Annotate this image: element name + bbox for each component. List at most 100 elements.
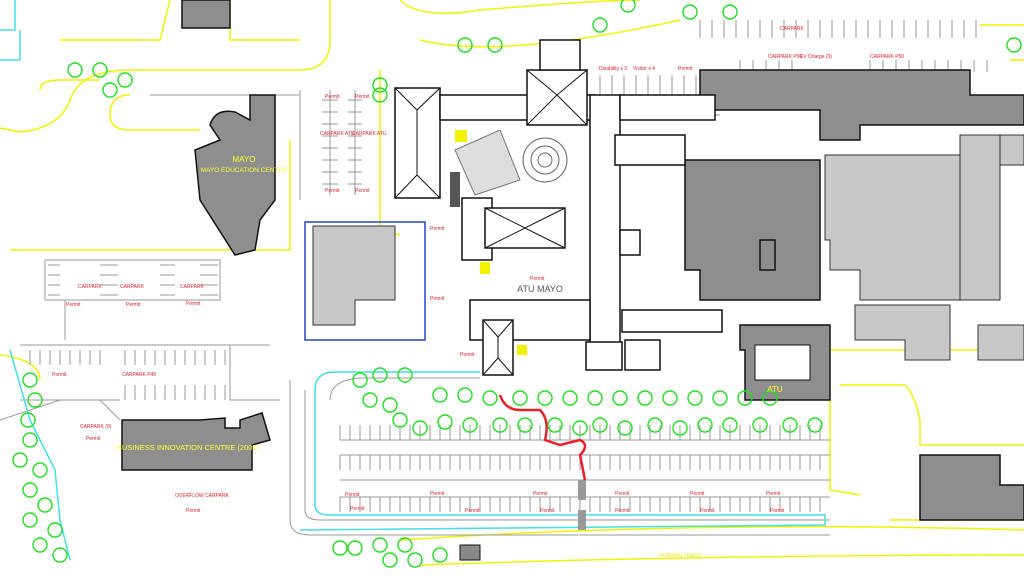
- label-permit: Permit: [126, 302, 141, 308]
- tree-icon: [647, 417, 663, 433]
- tree-icon: [22, 512, 38, 528]
- tree-icon: [457, 387, 473, 403]
- label-permit: Permit: [52, 372, 67, 378]
- tree-icon: [637, 390, 653, 406]
- tree-icon: [407, 552, 423, 568]
- label-permit: Permit: [770, 508, 785, 514]
- tree-icon: [682, 4, 698, 20]
- tree-icon: [752, 417, 768, 433]
- tree-icon: [737, 390, 753, 406]
- tree-icon: [37, 497, 53, 513]
- building-top-left: [181, 0, 231, 29]
- label-carpark-9: CARPARK (9): [80, 424, 112, 430]
- tree-icon: [592, 417, 608, 433]
- tree-icon: [47, 522, 63, 538]
- tree-icon: [517, 417, 533, 433]
- label-carpark: CARPARK: [180, 284, 204, 290]
- label-mayo-education-centre-1: MAYO: [233, 155, 256, 164]
- label-carpark-p50: CARPARK P50: [768, 54, 802, 60]
- label-permit: Permit: [355, 188, 370, 194]
- label-permit: Permit: [540, 508, 555, 514]
- label-carpark-p50: CARPARK P50: [870, 54, 904, 60]
- tree-icon: [712, 390, 728, 406]
- tree-icon: [12, 452, 28, 468]
- label-permit: Permit: [345, 492, 360, 498]
- tree-icon: [397, 537, 413, 553]
- tree-icon: [117, 72, 133, 88]
- label-permit: Permit: [465, 508, 480, 514]
- tree-icon: [572, 420, 588, 436]
- tree-icon: [722, 4, 738, 20]
- tree-icon: [782, 417, 798, 433]
- atu-mayo-complex: [394, 39, 723, 376]
- label-permit: Permit: [325, 94, 340, 100]
- tree-icon: [362, 392, 378, 408]
- tree-icon: [537, 390, 553, 406]
- tree-icon: [412, 420, 428, 436]
- tree-icon: [562, 390, 578, 406]
- building-centre-block: [312, 225, 396, 326]
- map-labels: MAYO MAYO EDUCATION CENTRE ATU MAYO ATU …: [52, 26, 904, 559]
- tree-icon: [382, 397, 398, 413]
- label-permit: Permit: [355, 94, 370, 100]
- label-carpark: CARPARK: [78, 284, 102, 290]
- tree-icon: [372, 367, 388, 383]
- label-mayo-education-centre: MAYO EDUCATION CENTRE: [201, 167, 288, 174]
- tree-icon: [617, 420, 633, 436]
- tree-icon: [432, 387, 448, 403]
- tree-icon: [432, 547, 448, 563]
- label-carpark-atu: CARPARK ATU: [352, 131, 387, 137]
- label-permit: Permit: [430, 296, 445, 302]
- label-permit: Permit: [86, 436, 101, 442]
- tree-icon: [807, 417, 823, 433]
- label-permit: Permit: [530, 276, 545, 282]
- label-running-track: RUNNING TRACK: [659, 553, 701, 559]
- label-permit: Permit: [766, 491, 781, 497]
- label-permit: Permit: [460, 352, 475, 358]
- tree-icon: [587, 390, 603, 406]
- tree-icon: [32, 537, 48, 553]
- tree-icon: [392, 412, 408, 428]
- label-permit: Permit: [615, 491, 630, 497]
- label-permit: Permit: [325, 188, 340, 194]
- tree-icon: [22, 482, 38, 498]
- tree-icon: [662, 390, 678, 406]
- label-permit: Permit: [615, 508, 630, 514]
- tree-icon: [347, 540, 363, 556]
- label-carpark-atu: CARPARK ATU: [320, 131, 355, 137]
- tree-icon: [592, 17, 608, 33]
- label-permit: Permit: [430, 226, 445, 232]
- tree-icon: [547, 417, 563, 433]
- tree-icon: [32, 462, 48, 478]
- tree-icon: [762, 390, 778, 406]
- tree-icon: [372, 87, 388, 103]
- tree-icon: [352, 372, 368, 388]
- label-permit: Permit: [678, 66, 693, 72]
- label-disability: Disability x 3: [599, 66, 627, 72]
- label-carpark-p40: CARPARK P40: [122, 372, 156, 378]
- tree-icon: [672, 420, 688, 436]
- label-permit: Permit: [66, 302, 81, 308]
- tree-icon: [102, 82, 118, 98]
- label-permit: Permit: [430, 491, 445, 497]
- building-business-innovation-centre: [121, 412, 271, 471]
- tree-icon: [512, 390, 528, 406]
- label-visitor: Visitor x 4: [633, 66, 655, 72]
- tree-icon: [52, 547, 68, 563]
- tree-icon: [462, 417, 478, 433]
- tree-icon: [1006, 37, 1022, 53]
- tree-icon: [332, 540, 348, 556]
- tree-icon: [372, 537, 388, 553]
- trees: [12, 0, 1022, 568]
- tree-icon: [612, 390, 628, 406]
- tree-icon: [397, 367, 413, 383]
- tree-icon: [457, 37, 473, 53]
- label-permit: Permit: [690, 491, 705, 497]
- tree-icon: [22, 432, 38, 448]
- tree-icon: [372, 77, 388, 93]
- label-permit: Permit: [186, 508, 201, 514]
- tree-icon: [67, 62, 83, 78]
- tree-icon: [492, 417, 508, 433]
- tree-icon: [722, 417, 738, 433]
